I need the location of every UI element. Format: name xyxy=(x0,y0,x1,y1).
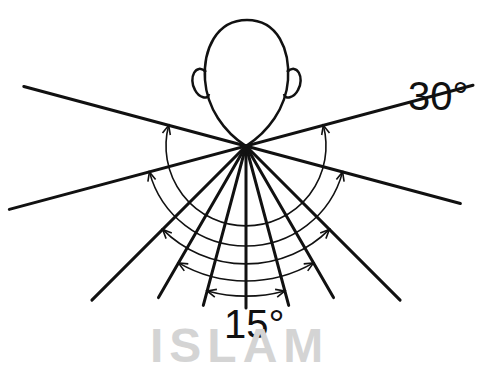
arc-arrowhead xyxy=(179,263,189,271)
arc-arrowhead xyxy=(163,229,172,238)
arc-arrowhead xyxy=(336,172,344,182)
head-shape xyxy=(205,20,288,146)
arc-arrowhead xyxy=(148,172,156,182)
arc-arrowhead xyxy=(304,263,314,271)
arc-arrowhead xyxy=(207,289,217,297)
arc-arrowhead xyxy=(320,229,329,238)
angle-label: 30° xyxy=(408,76,469,116)
limit-line xyxy=(9,85,473,209)
head-outline xyxy=(192,20,300,146)
arc-arrowhead xyxy=(275,289,285,297)
angle-arc xyxy=(166,125,326,226)
arc-arrowhead xyxy=(163,125,171,135)
left-ear xyxy=(192,69,209,98)
angle-arc xyxy=(149,172,342,246)
sight-lines xyxy=(9,85,473,308)
angle-arcs xyxy=(148,125,344,297)
sight-line xyxy=(245,146,248,308)
angle-arc xyxy=(207,291,285,296)
arc-arrowhead xyxy=(322,125,330,135)
angle-arc xyxy=(179,263,314,281)
watermark: ISLAM xyxy=(150,322,329,370)
limit-line xyxy=(24,87,461,204)
right-ear xyxy=(284,69,301,98)
